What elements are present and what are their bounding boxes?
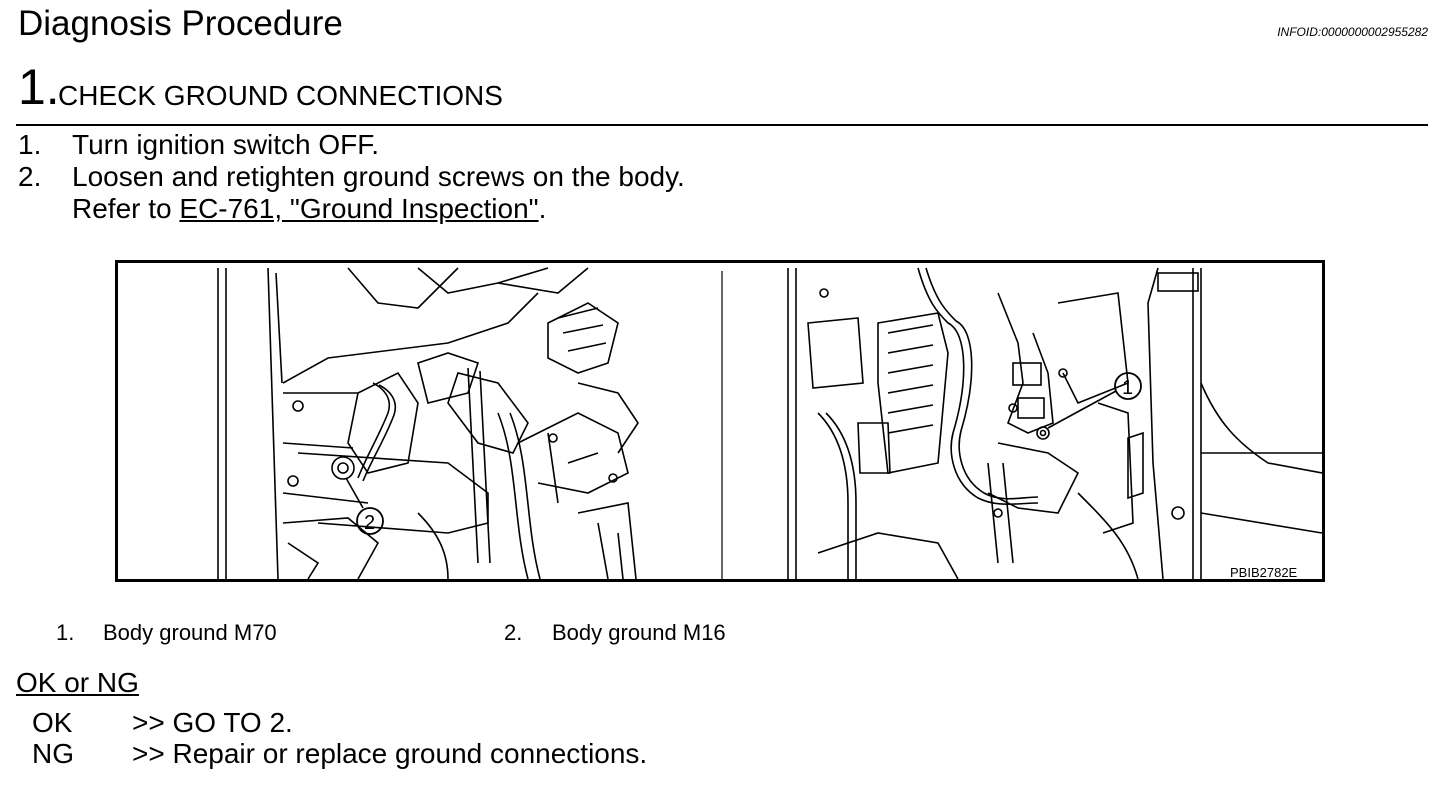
left-illustration — [217, 267, 639, 579]
callout-1: 1 — [1122, 377, 1133, 399]
right-illustration — [787, 267, 1322, 579]
result-row-ok: OK >> GO TO 2. — [32, 707, 293, 739]
legend-number: 2. — [504, 620, 523, 645]
result-row-ng: NG >> Repair or replace ground connectio… — [32, 738, 647, 770]
result-label: NG — [32, 738, 74, 769]
heading-divider — [16, 124, 1428, 126]
figure-code: PBIB2782E — [1230, 565, 1298, 579]
page-title: Diagnosis Procedure — [18, 4, 343, 43]
ground-inspection-link[interactable]: EC-761, "Ground Inspection" — [179, 193, 539, 224]
reference-line: Refer to EC-761, "Ground Inspection". — [72, 193, 546, 225]
legend-item: 1. Body ground M70 — [56, 620, 277, 646]
legend-item: 2. Body ground M16 — [504, 620, 726, 646]
reference-suffix: . — [538, 193, 547, 224]
result-action: >> Repair or replace ground connections. — [132, 738, 648, 769]
callout-2: 2 — [364, 512, 375, 534]
reference-prefix: Refer to — [72, 193, 180, 224]
result-action: >> GO TO 2. — [132, 707, 293, 738]
ground-location-illustration: 2 — [115, 260, 1325, 582]
legend-number: 1. — [56, 620, 75, 645]
ok-ng-heading: OK or NG — [16, 667, 139, 698]
legend-label: Body ground M70 — [103, 620, 277, 645]
instruction-text: Loosen and retighten ground screws on th… — [72, 161, 685, 192]
info-id: INFOID:0000000002955282 — [1277, 25, 1428, 39]
step-title: CHECK GROUND CONNECTIONS — [58, 80, 503, 111]
result-label: OK — [32, 707, 73, 738]
instruction-number: 2. — [18, 161, 42, 192]
instruction-number: 1. — [18, 129, 42, 160]
step-number: 1. — [18, 59, 60, 115]
instruction-text: Turn ignition switch OFF. — [72, 129, 380, 160]
legend-label: Body ground M16 — [552, 620, 726, 645]
